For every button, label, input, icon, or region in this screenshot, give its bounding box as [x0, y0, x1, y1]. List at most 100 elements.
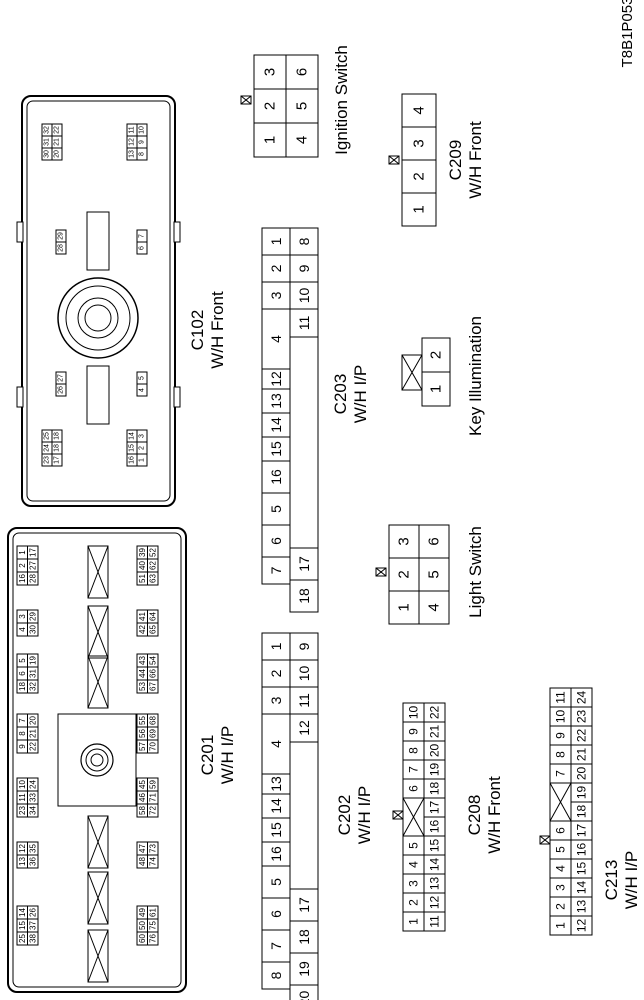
c208-pin-18: 18 — [423, 778, 446, 799]
c201-pin-16: 16 — [16, 571, 28, 586]
c213-pin-12: 12 — [570, 915, 593, 936]
c201-pin-63: 63 — [147, 571, 159, 586]
svg-text:16: 16 — [268, 469, 284, 485]
svg-text:29: 29 — [28, 612, 37, 621]
c203-pin-16: 16 — [261, 460, 291, 494]
svg-text:67: 67 — [148, 682, 157, 691]
svg-text:66: 66 — [148, 669, 157, 678]
c201-pin-40: 40 — [136, 558, 148, 573]
c208-pin-14: 14 — [423, 854, 446, 875]
c201-pin-66: 66 — [147, 666, 159, 681]
c201-pin-46: 46 — [136, 790, 148, 805]
svg-text:8: 8 — [139, 152, 146, 156]
c201-pin-2: 2 — [16, 558, 28, 573]
svg-text:23: 23 — [18, 806, 27, 815]
svg-text:10: 10 — [296, 666, 312, 682]
c201-pin-75: 75 — [147, 918, 159, 933]
svg-text:3: 3 — [407, 880, 421, 887]
svg-text:21: 21 — [54, 138, 61, 146]
c201-pin-65: 65 — [147, 622, 159, 637]
svg-text:53: 53 — [138, 682, 147, 691]
c213-pin-3: 3 — [549, 877, 572, 898]
key-illumination-pin-1: 1 — [421, 371, 451, 407]
svg-text:10: 10 — [407, 706, 421, 720]
c208-pin-9: 9 — [402, 721, 425, 742]
c201-pin-11: 11 — [16, 790, 28, 805]
c102-pin-28: 28 — [55, 241, 67, 255]
svg-text:19: 19 — [575, 786, 589, 800]
c208-pin-21: 21 — [423, 721, 446, 742]
c102-name: C102 — [188, 310, 207, 351]
svg-text:8: 8 — [554, 751, 568, 758]
svg-text:2: 2 — [554, 903, 568, 910]
c201-pin-55: 55 — [136, 713, 148, 728]
c102-pin-9: 9 — [136, 135, 148, 149]
ignition-switch-pin-4: 4 — [285, 122, 319, 158]
svg-text:3: 3 — [139, 434, 146, 438]
svg-text:5: 5 — [426, 570, 443, 578]
c102-pin-5: 5 — [136, 371, 148, 385]
c201-pin-37: 37 — [27, 918, 39, 933]
c201-pin-51: 51 — [136, 571, 148, 586]
c102-pin-11: 11 — [126, 123, 138, 137]
lock-key-icon — [539, 835, 551, 845]
svg-text:4: 4 — [411, 106, 428, 114]
svg-text:10: 10 — [18, 780, 27, 789]
svg-text:36: 36 — [28, 857, 37, 866]
svg-text:4: 4 — [268, 335, 284, 343]
svg-text:4: 4 — [426, 603, 443, 611]
svg-text:5: 5 — [268, 878, 284, 886]
c213-blank-cavity — [549, 782, 572, 822]
svg-text:3: 3 — [396, 537, 413, 545]
c201-blank-cavity-2 — [87, 605, 109, 659]
light-switch-pin-5: 5 — [418, 557, 450, 592]
ignition-switch-pin-6: 6 — [285, 54, 319, 90]
svg-text:2: 2 — [411, 172, 428, 180]
svg-text:18: 18 — [18, 682, 27, 691]
svg-text:63: 63 — [148, 574, 157, 583]
lock-key-icon — [392, 810, 404, 820]
svg-text:1: 1 — [268, 642, 284, 650]
c208-pin-6: 6 — [402, 778, 425, 799]
c208-pin-8: 8 — [402, 740, 425, 761]
c201-pin-28: 28 — [27, 571, 39, 586]
c202-pin-7: 7 — [261, 929, 291, 963]
svg-text:2: 2 — [268, 264, 284, 272]
c102-pin-1: 1 — [136, 453, 148, 467]
c201-pin-49: 49 — [136, 905, 148, 920]
c201-pin-38: 38 — [27, 931, 39, 946]
light-switch-pin-6: 6 — [418, 524, 450, 559]
c201-pin-14: 14 — [16, 905, 28, 920]
svg-text:47: 47 — [138, 844, 147, 853]
c201-blank-cavity-1 — [87, 545, 109, 599]
c201-pin-34: 34 — [27, 803, 39, 818]
svg-text:17: 17 — [428, 801, 442, 815]
connector-c102: 3231302221201112131098292876272654252423… — [16, 95, 227, 507]
svg-text:11: 11 — [428, 915, 442, 928]
svg-text:8: 8 — [407, 747, 421, 754]
svg-text:14: 14 — [428, 858, 442, 872]
c203-pin-10: 10 — [289, 281, 319, 310]
svg-text:5: 5 — [18, 658, 27, 663]
c213-pin-22: 22 — [570, 725, 593, 746]
c203-sub: W/H I/P — [351, 365, 370, 424]
c201-pin-21: 21 — [27, 726, 39, 741]
ignition-switch-pin-2: 2 — [253, 88, 287, 124]
svg-text:14: 14 — [268, 417, 284, 433]
c201-pin-25: 25 — [16, 931, 28, 946]
c202-pin-16: 16 — [261, 841, 291, 867]
c201-pin-67: 67 — [147, 679, 159, 694]
c208-pin-17: 17 — [423, 797, 446, 818]
light-switch-pin-4: 4 — [418, 590, 450, 625]
c201-pin-44: 44 — [136, 666, 148, 681]
svg-text:8: 8 — [268, 971, 284, 979]
c102-pin-17: 17 — [51, 453, 63, 467]
svg-text:68: 68 — [148, 716, 157, 725]
c209-sub: W/H Front — [466, 121, 485, 199]
c209-pin-2: 2 — [401, 159, 437, 194]
c203-pin-6: 6 — [261, 524, 291, 558]
c201-pin-3: 3 — [16, 609, 28, 624]
